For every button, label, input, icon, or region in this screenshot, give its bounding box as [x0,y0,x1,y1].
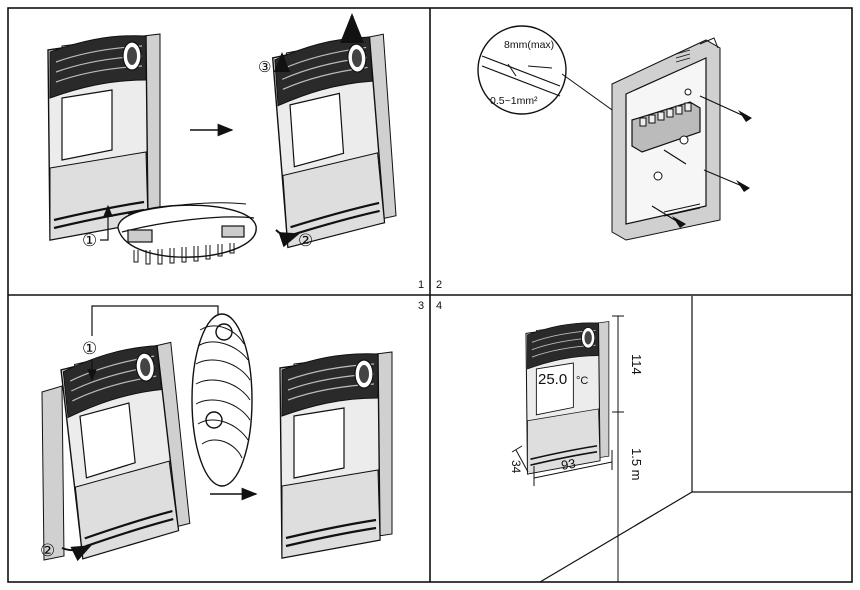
screw-icon [651,205,686,228]
panel-3-number: 3 [418,300,424,312]
depth-label: 34 [509,460,523,474]
wall-plate [611,37,721,241]
step-2-marker: ② [40,541,55,560]
panel-1-open-cover: ③ ① ② [46,13,399,265]
hook-detail-magnifier [191,313,253,487]
floor-side-line [539,491,693,583]
step-1-marker: ① [82,339,97,358]
wire-magnifier [477,25,567,115]
panel-2-number: 2 [436,279,442,291]
screw-icon [699,95,752,122]
device-hinged-open [41,341,194,561]
device-opening [270,33,399,249]
curved-arrow-icon [61,545,92,562]
panel-4-number: 4 [436,300,442,312]
mount-height-label: 1.5 m [629,448,644,481]
magnifier-leader [91,305,219,336]
panel-4-mounting-dimensions: 25.0 °C 114 1.5 m 93 34 [509,296,852,583]
width-label: 93 [560,456,577,473]
step-1-marker: ① [82,231,97,250]
wire-gauge-label: 0.5~1mm² [490,95,538,107]
screw-icon [703,169,750,192]
latch-detail-magnifier [117,202,257,265]
panel-2-wiring: 8mm(max) 0.5~1mm² [477,25,752,241]
display-unit: °C [576,375,588,387]
terminal-block [631,101,701,153]
step-3-marker: ③ [258,59,271,76]
height-label: 114 [629,354,644,375]
panel-1-number: 1 [418,279,424,291]
device-mounted [525,320,610,475]
curved-arrow-icon [275,229,300,248]
depth-dimension-line [515,449,529,473]
device-closed [46,32,162,242]
step-1-leader [100,204,113,241]
panel-3-close-cover: ① ② [40,305,394,562]
step-2-marker: ② [298,231,313,250]
width-dimension-line [533,461,613,479]
strip-length-label: 8mm(max) [504,39,554,51]
display-temperature: 25.0 [538,371,567,388]
screw-icon [663,149,687,165]
device-closed [278,350,394,560]
